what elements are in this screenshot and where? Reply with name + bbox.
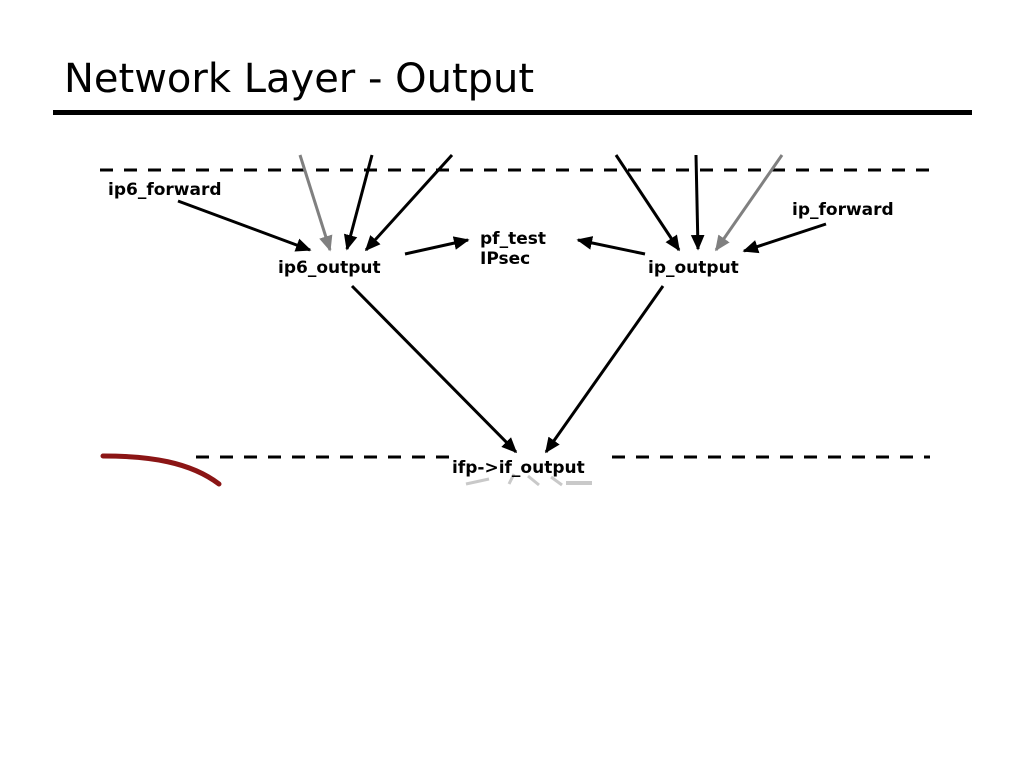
- node-label-ifp-if-output: ifp->if_output: [452, 458, 585, 478]
- node-label-ip-forward: ip_forward: [792, 200, 894, 220]
- residual-gray-marks: [465, 473, 592, 487]
- edge-ipforward-to-ipoutput: [742, 222, 827, 254]
- node-label-ip6-output: ip6_output: [278, 258, 381, 278]
- edge-boundary-to-ip6output-gray: [298, 154, 333, 252]
- edge-ip6output-to-ifpoutput: [350, 284, 518, 454]
- node-label-pf-test-ipsec: pf_test IPsec: [480, 229, 546, 269]
- node-label-ip6-forward: ip6_forward: [108, 180, 222, 200]
- edge-boundary-to-ipoutput-gray: [714, 154, 784, 252]
- edge-ipoutput-to-pftest: [576, 236, 646, 256]
- edge-ip6output-to-pftest: [404, 236, 470, 256]
- node-label-ip-output: ip_output: [648, 258, 739, 278]
- edge-boundary-to-ipoutput-center: [690, 154, 705, 251]
- edge-boundary-to-ip6output-right: [364, 153, 454, 252]
- edge-ip6forward-to-ip6output: [177, 199, 312, 252]
- accent-curve: [100, 453, 222, 487]
- node-label-pf-test: pf_test: [480, 229, 546, 249]
- edge-boundary-to-ip6output-center: [343, 154, 374, 251]
- title-underline-rule: [53, 110, 972, 115]
- node-label-ipsec: IPsec: [480, 249, 531, 270]
- page-title: Network Layer - Output: [64, 56, 535, 102]
- edge-ipoutput-to-ifpoutput: [544, 285, 665, 454]
- edge-boundary-to-ipoutput-left: [614, 154, 681, 252]
